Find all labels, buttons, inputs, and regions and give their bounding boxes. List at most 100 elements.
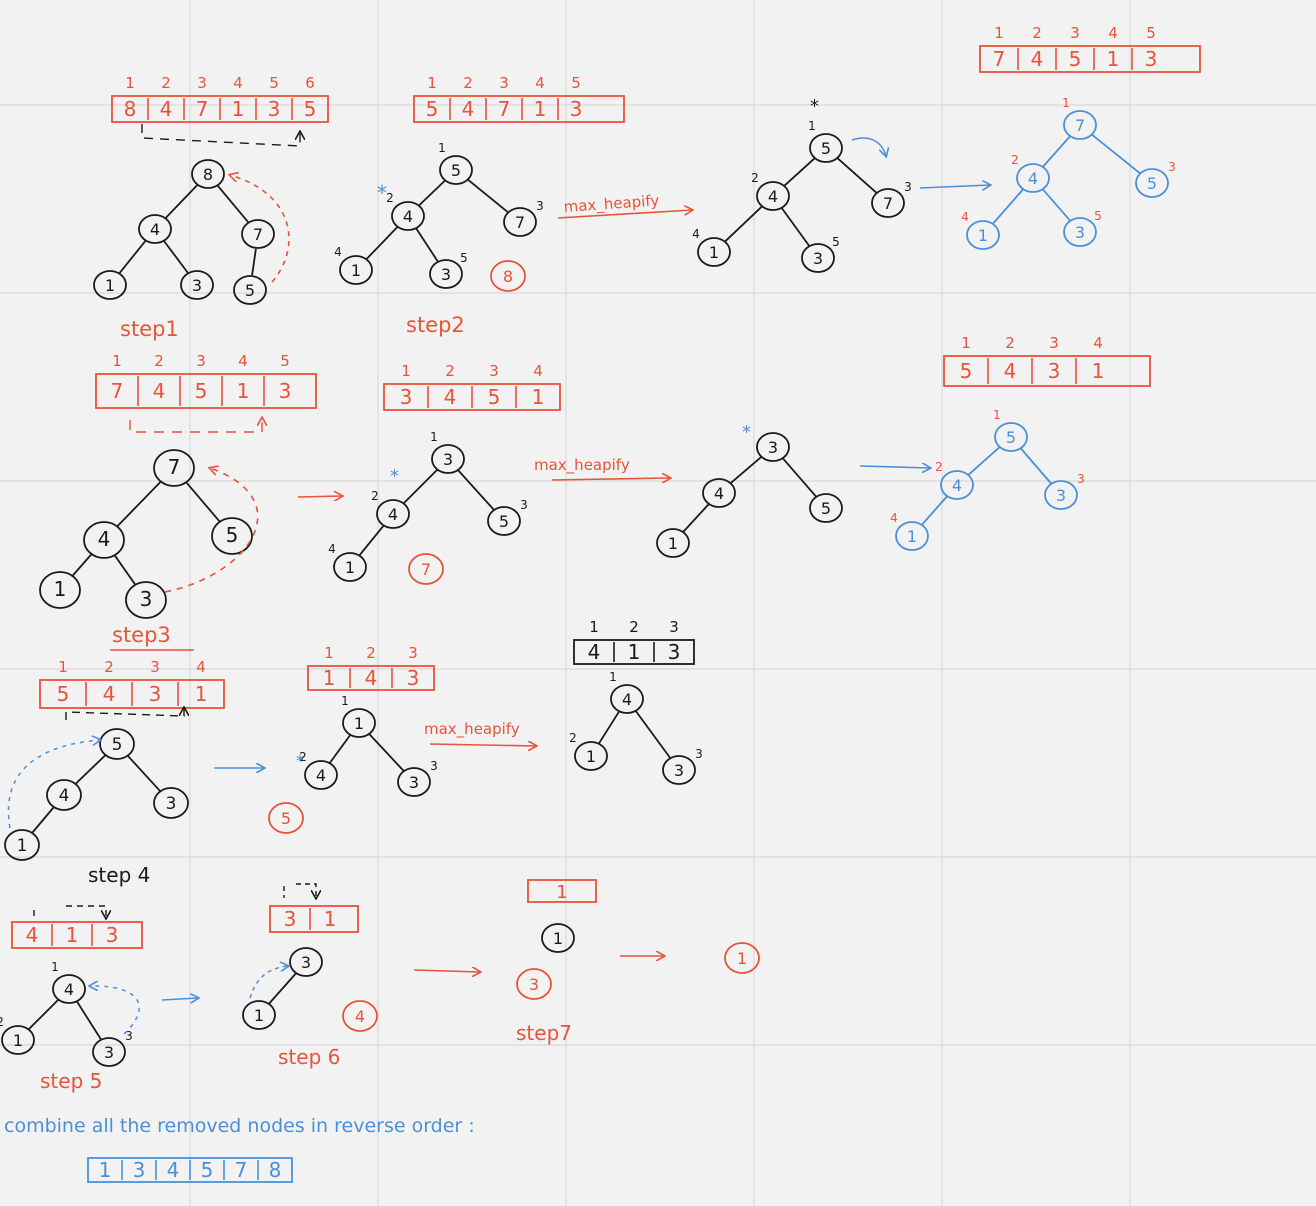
array-cell-value: 1 <box>628 640 641 664</box>
tree-position-label: 2 <box>386 191 394 205</box>
removed-node: 3 <box>516 968 552 1000</box>
array-box <box>307 665 435 691</box>
array-cell-value: 3 <box>284 907 297 931</box>
removed-node: 4 <box>342 1000 378 1032</box>
tree-node: 42 <box>386 191 425 231</box>
tree-node-value: 5 <box>112 735 123 755</box>
tree-node: 33 <box>662 747 703 785</box>
tree-node: 3 <box>756 432 790 462</box>
tree-position-label: 2 <box>751 171 759 185</box>
array-cell-value: 3 <box>133 1158 146 1182</box>
array-index: 2 <box>161 74 171 92</box>
removed-node: 8 <box>490 260 526 292</box>
tree-node-value: 3 <box>301 953 311 972</box>
tree-position-label: 5 <box>832 235 840 249</box>
array-cell-value: 1 <box>534 97 547 121</box>
array-index: 1 <box>125 74 135 92</box>
array-index: 1 <box>112 352 122 370</box>
tree-node-value: 3 <box>104 1043 114 1062</box>
array-box <box>111 95 329 123</box>
array-cell-value: 7 <box>111 379 124 403</box>
array-cell-value: 4 <box>588 640 601 664</box>
array-cell-value: 7 <box>993 47 1006 71</box>
tree-node-value: 1 <box>13 1031 23 1050</box>
tree-edge <box>164 184 199 219</box>
tree-node-value: 4 <box>316 766 326 785</box>
tree-node-value: 4 <box>952 476 962 495</box>
array-index: 1 <box>58 658 68 676</box>
array-box <box>39 679 225 709</box>
tree-node: 73 <box>503 199 544 237</box>
array-a-step7: 1 <box>527 879 597 903</box>
array-index: 2 <box>366 644 376 662</box>
array-cell-value: 4 <box>167 1158 180 1182</box>
array-cell-value: 3 <box>279 379 292 403</box>
tree-node: 5 <box>99 728 135 760</box>
tree-position-label: 3 <box>520 498 528 512</box>
tree-node-value: 5 <box>821 139 831 158</box>
tree-node-value: 7 <box>883 194 893 213</box>
array-index: 5 <box>1146 24 1156 42</box>
tree-position-label: 3 <box>1168 160 1176 174</box>
swap-indicator-step4 <box>65 708 184 720</box>
asterisk-marker: * <box>742 422 751 443</box>
tree-position-label: 2 <box>299 750 307 764</box>
array-index: 4 <box>233 74 243 92</box>
array-cell-value: 1 <box>323 666 336 690</box>
tree-edge <box>467 178 509 214</box>
max-heapify-label-3: max_heapify <box>424 720 520 739</box>
array-cell-value: 5 <box>1069 47 1082 71</box>
tree-edge <box>365 226 399 260</box>
tree-edge <box>598 711 620 744</box>
tree-position-label: 3 <box>536 199 544 213</box>
tree-node: 14 <box>334 245 373 285</box>
tree-node: 53 <box>487 498 528 536</box>
tree-position-label: 1 <box>1062 96 1070 110</box>
tree-edge <box>418 179 446 207</box>
array-cell-value: 3 <box>400 385 413 409</box>
array-box <box>413 95 625 123</box>
array-index: 4 <box>1093 334 1103 352</box>
tree-node: 53 <box>1135 160 1176 198</box>
tree-node: 73 <box>871 180 912 218</box>
tree-node: 1 <box>541 923 575 953</box>
tree-edge <box>368 733 405 772</box>
tree-edge <box>185 481 221 523</box>
tree-node: 3 <box>153 787 189 819</box>
tree-position-label: 2 <box>371 489 379 503</box>
max-heapify-arrow-2 <box>551 478 670 480</box>
tree-position-label: 1 <box>430 430 438 444</box>
tree-node-value: 1 <box>978 226 988 245</box>
tree-position-label: 1 <box>808 119 816 133</box>
array-index: 2 <box>1032 24 1042 42</box>
array-cell-value: 5 <box>488 385 501 409</box>
tree-edge <box>358 525 385 556</box>
array-cell-value: 5 <box>426 97 439 121</box>
array-box <box>95 373 317 409</box>
swap-arrow-step5-tree <box>90 986 140 1035</box>
tree-node-value: 4 <box>388 505 398 524</box>
tree-edge <box>216 184 250 224</box>
array-index: 2 <box>463 74 473 92</box>
tree-node-value: 4 <box>403 207 413 226</box>
tree-edge <box>114 555 136 585</box>
tree-node: 7 <box>153 449 195 487</box>
tree-node-value: 5 <box>451 161 461 180</box>
array-cell-value: 4 <box>26 923 39 947</box>
tree-edge <box>71 553 93 577</box>
array-cell-value: 4 <box>444 385 457 409</box>
tree-position-label: 1 <box>51 960 59 974</box>
tree-node: 1 <box>4 829 40 861</box>
tree-node: 71 <box>1062 96 1097 140</box>
tree-node: 5 <box>809 493 843 523</box>
tree-position-label: 4 <box>961 210 969 224</box>
array-index: 4 <box>196 658 206 676</box>
tree-edge <box>1042 135 1071 168</box>
